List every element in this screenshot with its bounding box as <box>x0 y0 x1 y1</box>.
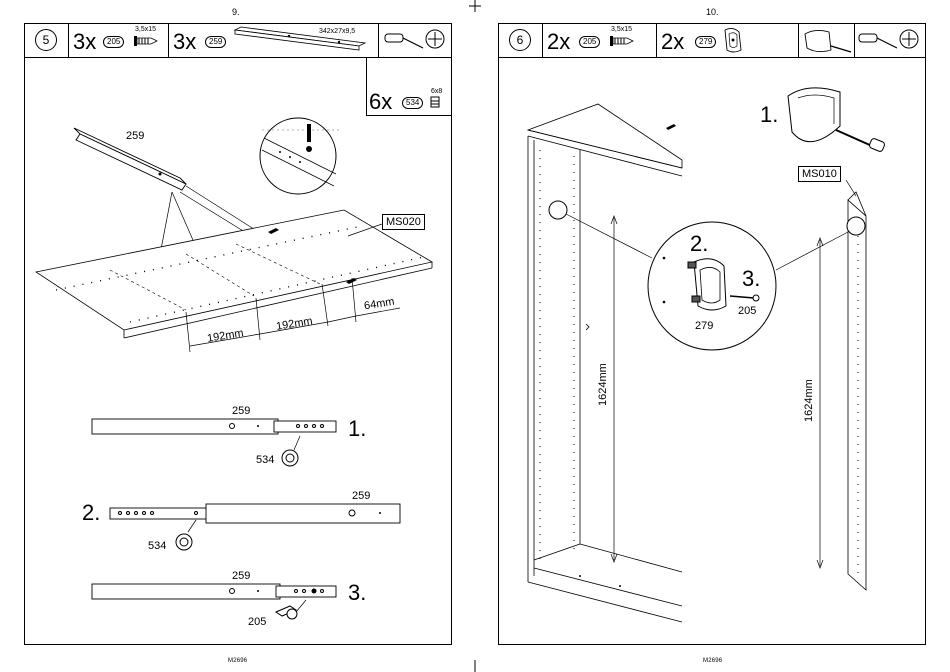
height-dimension-left: 1624mm <box>597 363 609 406</box>
detail-substep-1: 1. <box>760 104 778 126</box>
part-205-label: 205 <box>738 305 756 317</box>
detail-substep-2: 2. <box>690 233 708 255</box>
part-279-label: 279 <box>695 320 713 332</box>
height-dimension-right: 1624mm <box>803 379 815 422</box>
ref-code-ms010: MS010 <box>798 166 841 182</box>
detail-substep-3: 3. <box>742 268 760 290</box>
